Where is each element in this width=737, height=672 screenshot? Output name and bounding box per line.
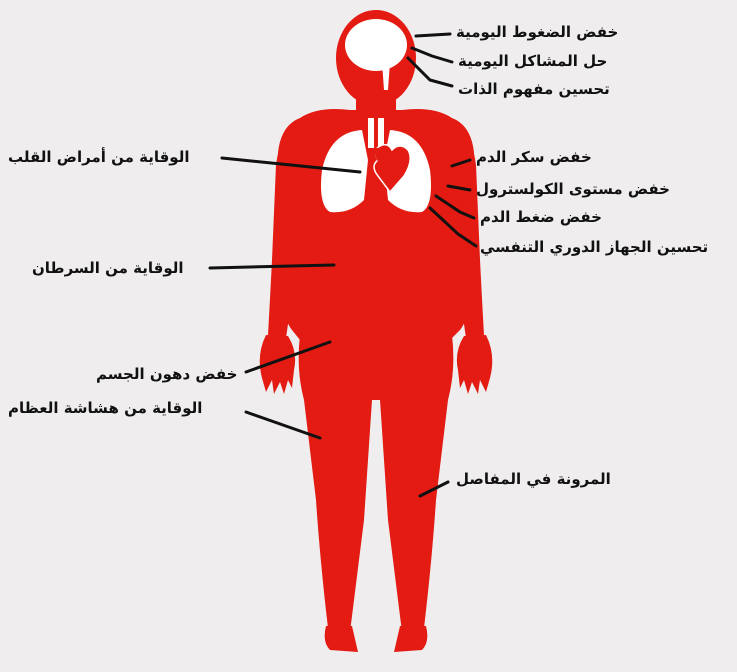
label-prevent-heart-disease: الوقاية من أمراض القلب: [8, 148, 189, 166]
label-reduce-daily-stress: خفض الضغوط اليومية: [456, 23, 618, 41]
human-figure: [260, 10, 493, 652]
label-joint-flexibility: المرونة في المفاصل: [456, 470, 611, 488]
label-improve-circulatory-respiratory: تحسين الجهاز الدوري التنفسي: [480, 238, 708, 256]
label-prevent-osteoporosis: الوقاية من هشاشة العظام: [8, 399, 202, 417]
label-improve-self-concept: تحسين مفهوم الذات: [458, 80, 610, 98]
label-solve-daily-problems: حل المشاكل اليومية: [458, 52, 607, 70]
label-prevent-cancer: الوقاية من السرطان: [32, 259, 184, 277]
label-reduce-cholesterol: خفض مستوى الكولسترول: [476, 180, 670, 198]
brain-shape: [345, 19, 407, 71]
label-reduce-blood-sugar: خفض سكر الدم: [476, 148, 592, 166]
label-reduce-body-fat: خفض دهون الجسم: [96, 365, 237, 383]
label-reduce-blood-pressure: خفض ضغط الدم: [480, 208, 602, 226]
